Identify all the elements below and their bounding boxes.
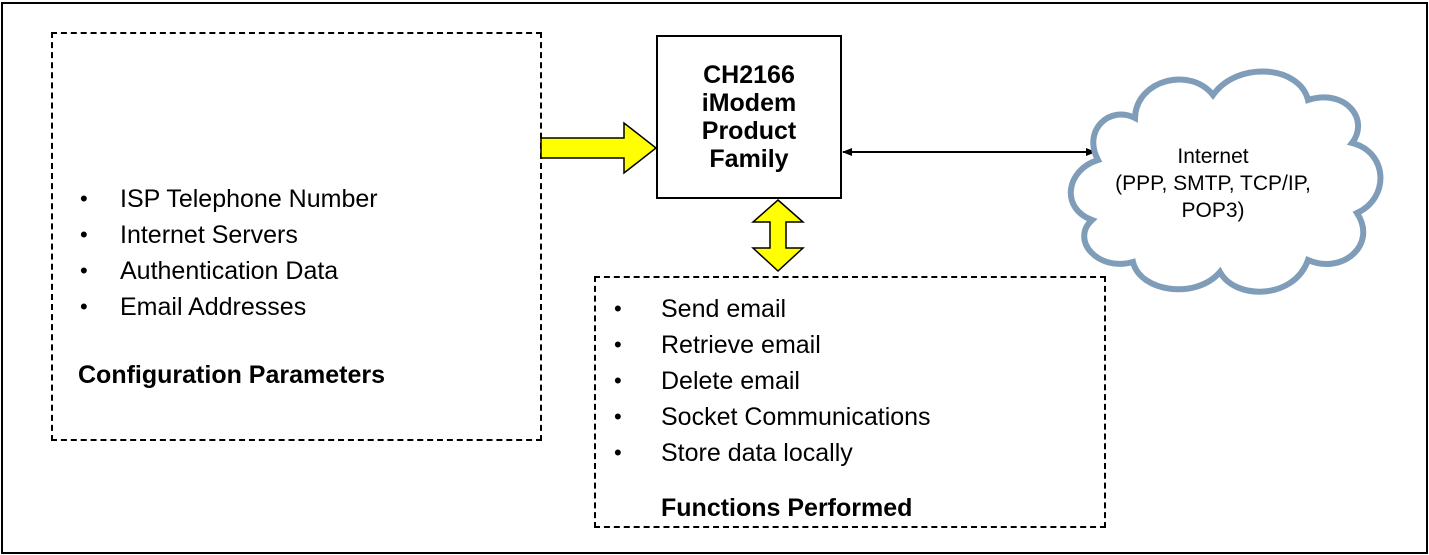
product-functions-double-arrow [751, 199, 805, 273]
configuration-parameters-box [51, 32, 542, 441]
configuration-parameters-caption: Configuration Parameters [78, 361, 386, 389]
configuration-parameters-list: ISP Telephone Number Internet Servers Au… [80, 181, 378, 325]
function-item: Send email [614, 291, 931, 327]
internet-label-line: POP3) [1181, 199, 1245, 222]
config-to-product-arrow [540, 121, 658, 175]
internet-label-line: Internet [1177, 145, 1249, 168]
internet-cloud-label: Internet (PPP, SMTP, TCP/IP, POP3) [1098, 143, 1328, 224]
config-item: Internet Servers [80, 217, 378, 253]
function-item: Socket Communications [614, 399, 931, 435]
functions-performed-caption: Functions Performed [661, 494, 913, 522]
product-title-line: CH2166 [703, 61, 795, 89]
function-item: Store data locally [614, 435, 931, 471]
product-title-line: iModem [701, 89, 797, 117]
functions-performed-box [594, 276, 1106, 528]
product-title-line: Family [709, 145, 789, 173]
config-item: ISP Telephone Number [80, 181, 378, 217]
functions-performed-list: Send email Retrieve email Delete email S… [614, 291, 931, 471]
function-item: Delete email [614, 363, 931, 399]
product-title: CH2166 iModem Product Family [702, 61, 796, 173]
internet-label-line: (PPP, SMTP, TCP/IP, [1115, 172, 1311, 195]
function-item: Retrieve email [614, 327, 931, 363]
imodem-product-box: CH2166 iModem Product Family [656, 35, 842, 199]
config-item: Authentication Data [80, 253, 378, 289]
internet-cloud-icon [1067, 68, 1384, 295]
config-item: Email Addresses [80, 289, 378, 325]
product-title-line: Product [701, 117, 797, 145]
